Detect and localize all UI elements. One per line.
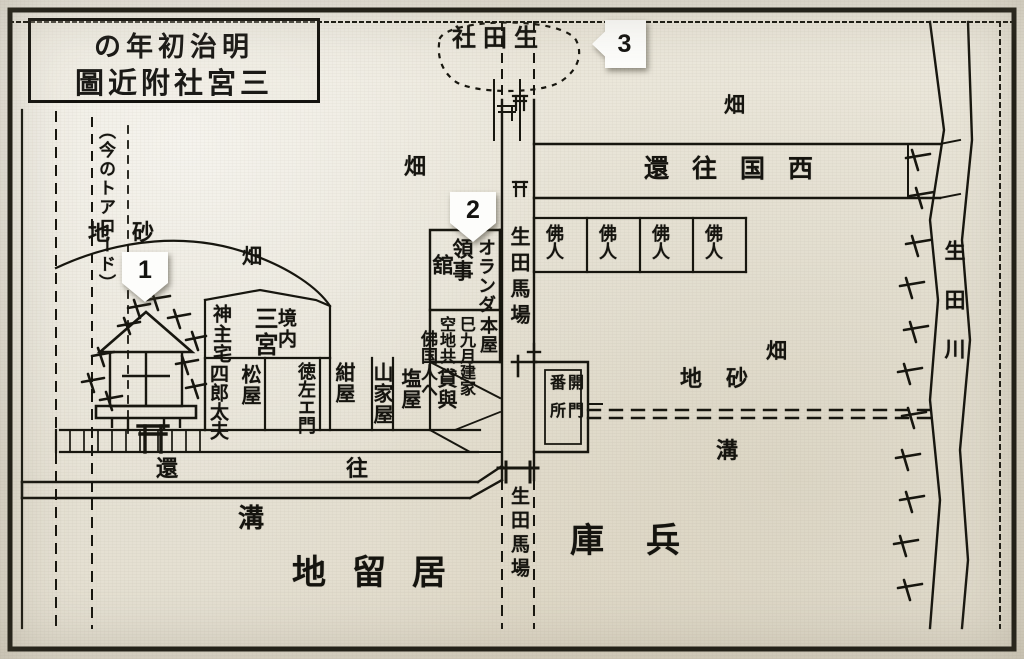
label-hyogo: 兵庫 bbox=[570, 521, 722, 561]
title-line-2: 三宮社附近圖 bbox=[74, 66, 273, 100]
marker-3-label: 3 bbox=[617, 30, 632, 58]
label-lease: 貸與 bbox=[434, 368, 458, 410]
label-ikuta-river: 生田川 bbox=[942, 240, 967, 387]
label-sannomiya-shrine: 三宮 bbox=[250, 306, 279, 358]
label-precinct: 境内 bbox=[275, 308, 297, 350]
label-consul: 領事 bbox=[450, 238, 475, 282]
label-main-house: 本屋 bbox=[477, 316, 498, 354]
label-sand-ground-left: 砂地 bbox=[88, 220, 177, 246]
title-line-1: 明治初年の bbox=[94, 32, 254, 63]
label-matsuya: 松屋 bbox=[238, 364, 262, 406]
label-ikuta-shrine: 生田社 bbox=[452, 23, 545, 52]
title-cartouche: 明治初年の 三宮社附近圖 bbox=[28, 18, 320, 103]
tor-road-note: （今のトアロード） bbox=[95, 122, 115, 293]
label-ikuta-baba: 生田馬場 bbox=[507, 226, 531, 330]
callout-marker-3[interactable]: 3 bbox=[592, 20, 646, 68]
french-lot-2: 佛人 bbox=[596, 224, 617, 260]
label-ditch-right: 溝 bbox=[716, 438, 739, 464]
label-guard-post: 番所 bbox=[547, 374, 566, 430]
label-field-upper: 畑 bbox=[404, 154, 427, 180]
label-field-right: 畑 bbox=[766, 338, 787, 363]
label-konya-owner: 徳左エ門 bbox=[295, 362, 316, 434]
label-shioya: 塩屋 bbox=[398, 368, 422, 410]
label-saigoku-kaido: 西国往還 bbox=[644, 154, 837, 183]
label-ikuta-baba-south: 生田馬場 bbox=[508, 486, 530, 582]
label-matsuya-owner: 四郎太夫 bbox=[207, 364, 229, 440]
label-dutch: オランダ bbox=[475, 238, 496, 314]
french-lot-3: 佛人 bbox=[649, 224, 670, 260]
label-build-date: 巳九月建家 bbox=[457, 316, 476, 396]
label-priest-residence: 神主宅 bbox=[210, 304, 232, 364]
label-sand-ground-right: 砂地 bbox=[680, 366, 773, 392]
marker-1-label: 1 bbox=[138, 256, 152, 284]
label-consulate-hall: 舘 bbox=[430, 254, 455, 275]
label-okan-road: 往還 bbox=[156, 456, 537, 482]
label-ditch-left: 溝 bbox=[238, 504, 265, 534]
callout-marker-1[interactable]: 1 bbox=[122, 252, 168, 302]
french-lot-4: 佛人 bbox=[702, 224, 723, 260]
label-open-gate: 開門 bbox=[565, 374, 584, 430]
french-lot-1: 佛人 bbox=[543, 224, 564, 260]
callout-marker-2[interactable]: 2 bbox=[450, 192, 496, 242]
label-field-topright: 畑 bbox=[724, 92, 745, 117]
label-field-left: 畑 bbox=[242, 244, 262, 268]
label-to-french: 佛国人へ bbox=[417, 330, 437, 398]
label-foreign-settlement: 居留地 bbox=[292, 553, 472, 593]
label-vacant-land: 空地共 bbox=[437, 316, 456, 364]
label-konya: 紺屋 bbox=[332, 362, 356, 404]
marker-2-label: 2 bbox=[466, 196, 480, 224]
label-yamagaya: 山家屋 bbox=[370, 362, 394, 425]
